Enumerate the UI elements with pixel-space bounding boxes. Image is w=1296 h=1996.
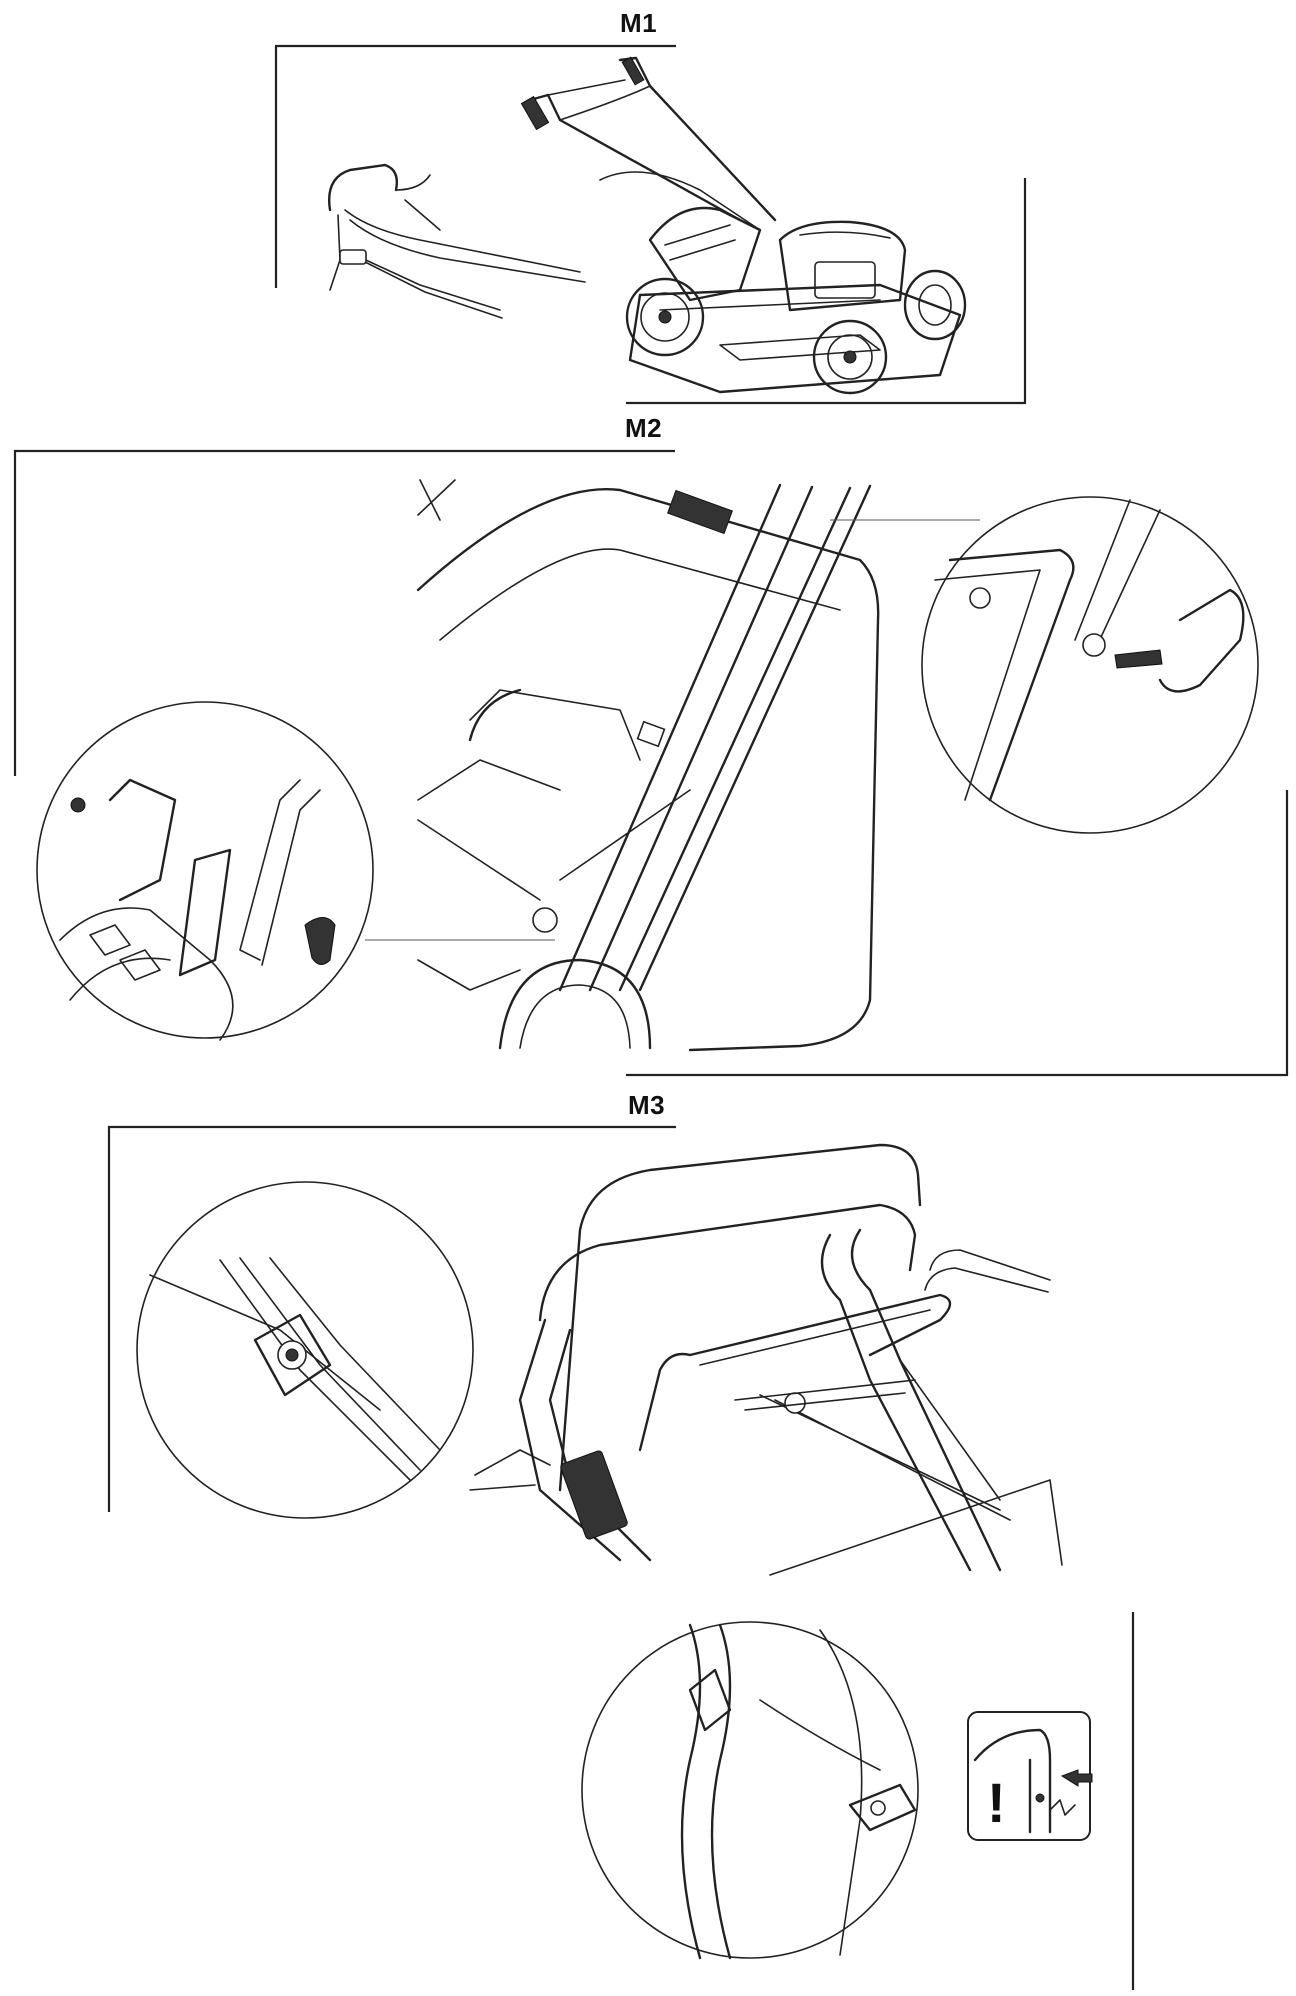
figure-label-m1: M1 [620, 8, 658, 38]
figure-label-m3: M3 [628, 1090, 666, 1120]
m2-frame-bottom-right [626, 790, 1289, 1077]
detail-circle-handle-knob [36, 701, 555, 1041]
folded-handle-drawing [328, 163, 761, 319]
m1-frame-bottom-right [626, 178, 1027, 405]
handle-assembly-drawing [469, 1143, 1063, 1576]
grass-catcher-drawing [416, 479, 880, 1052]
m1-frame-top-left [274, 44, 676, 288]
detail-circle-cable-clip [136, 1181, 474, 1519]
lawnmower-drawing [520, 56, 967, 395]
caution-mark: ! [987, 1771, 1006, 1834]
figure-label-m2: M2 [625, 413, 663, 443]
m2-frame-top-left [13, 449, 675, 776]
caution-exclamation-icon: ! [967, 1711, 1093, 1841]
figure-m2 [13, 449, 1289, 1077]
detail-circle-handle-clamp [581, 1621, 919, 1960]
figure-m3: ! [107, 1125, 1135, 1990]
detail-circle-handle-bolt [830, 496, 1259, 834]
figure-m1 [274, 44, 1027, 405]
m3-frame-top-left [107, 1125, 676, 1512]
